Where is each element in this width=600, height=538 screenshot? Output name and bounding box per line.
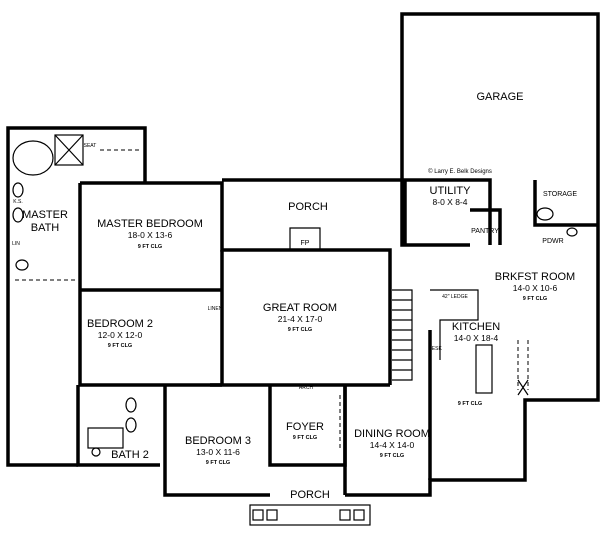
fixtures: [12, 134, 578, 526]
storage-label: STORAGE: [543, 191, 577, 198]
seat-label: SEAT: [84, 143, 97, 149]
fireplace-label: FP: [301, 240, 310, 247]
utility-label: UTILITY: [430, 185, 472, 197]
utility-size: 8-0 X 8-4: [433, 197, 468, 207]
master-bedroom-size: 18-0 X 13-6: [128, 230, 173, 240]
kitchen-ceiling: 9 FT CLG: [458, 401, 482, 407]
breakfast-room-ceiling: 9 FT CLG: [523, 296, 547, 302]
bedroom2-label: BEDROOM 2: [87, 318, 153, 330]
arch-label: ARCH: [299, 385, 314, 391]
front-porch-label: PORCH: [290, 489, 330, 501]
exterior-walls: [6, 12, 600, 497]
master-bath-label-2: BATH: [31, 222, 60, 234]
bedroom2-ceiling: 9 FT CLG: [108, 343, 132, 349]
master-bedroom-label: MASTER BEDROOM: [97, 218, 203, 230]
bath2-label: BATH 2: [111, 449, 149, 461]
stairs: [392, 289, 413, 381]
linen-label: LINEN: [208, 306, 223, 312]
master-bath-label-1: MASTER: [22, 209, 68, 221]
ks-label: K.S.: [13, 199, 22, 205]
powder-label: PDWR: [542, 238, 563, 245]
pantry-label: PANTRY: [471, 228, 499, 235]
ledge-label: 42" LEDGE: [442, 294, 468, 300]
breakfast-room-label: BRKFST ROOM: [495, 271, 575, 283]
lin-label: LIN: [12, 241, 20, 247]
designer-credit: © Larry E. Belk Designs: [428, 168, 492, 175]
foyer-label: FOYER: [286, 421, 324, 433]
dining-room-size: 14-4 X 14-0: [370, 440, 415, 450]
bedroom3-size: 13-0 X 11-6: [196, 447, 240, 457]
great-room-size: 21-4 X 17-0: [278, 314, 323, 324]
bedroom2-size: 12-0 X 12-0: [98, 330, 143, 340]
dining-room-label: DINING ROOM: [354, 428, 430, 440]
dining-room-ceiling: 9 FT CLG: [380, 453, 404, 459]
bedroom3-label: BEDROOM 3: [185, 435, 251, 447]
bedroom3-ceiling: 9 FT CLG: [206, 460, 230, 466]
great-room-ceiling: 9 FT CLG: [288, 327, 312, 333]
kitchen-size: 14-0 X 18-4: [454, 333, 499, 343]
desk-label: DESK: [428, 346, 442, 352]
great-room-label: GREAT ROOM: [263, 302, 337, 314]
foyer-ceiling: 9 FT CLG: [293, 435, 317, 441]
breakfast-room-size: 14-0 X 10-6: [513, 283, 558, 293]
back-porch-label: PORCH: [288, 201, 328, 213]
kitchen-label: KITCHEN: [452, 321, 500, 333]
garage-label: GARAGE: [476, 91, 523, 103]
master-bedroom-ceiling: 9 FT CLG: [138, 244, 162, 250]
